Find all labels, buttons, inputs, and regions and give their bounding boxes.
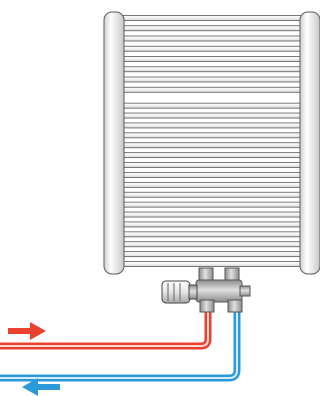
- radiator-rail: [119, 86, 305, 93]
- return-pipe-highlight: [0, 304, 238, 379]
- return-arrow: [22, 378, 60, 396]
- radiator-rail: [119, 211, 305, 218]
- pipes: [0, 304, 241, 382]
- radiator-rail: [119, 35, 305, 42]
- radiator-rail: [119, 231, 305, 238]
- radiator: [103, 11, 320, 275]
- thermostat-collar: [188, 284, 198, 300]
- radiator-rail: [119, 261, 305, 267]
- radiator-rail: [119, 221, 305, 228]
- radiator-rail: [119, 152, 305, 159]
- radiator-rail: [119, 132, 305, 139]
- valve-body: [195, 279, 243, 303]
- radiator-rail: [119, 15, 305, 21]
- radiator-left-post: [103, 11, 125, 275]
- valve-outlet-left: [199, 299, 215, 313]
- radiator-rail: [119, 45, 305, 52]
- radiator-rail: [119, 102, 305, 109]
- radiator-rail: [119, 25, 305, 32]
- radiator-rail: [119, 56, 305, 62]
- radiator-rail: [119, 162, 305, 168]
- radiator-rail: [119, 112, 305, 119]
- radiator-rail: [119, 181, 305, 188]
- thermostat-head[interactable]: [161, 280, 198, 304]
- radiator-rails: [119, 15, 305, 267]
- radiator-rail: [119, 142, 305, 149]
- valve-outlet-right: [227, 299, 243, 313]
- radiator-rail: [119, 172, 305, 178]
- radiator-rail: [119, 66, 305, 73]
- radiator-rail: [119, 241, 305, 248]
- flow-arrows: [8, 322, 60, 396]
- radiator-rail: [119, 251, 305, 258]
- supply-pipe-highlight: [0, 304, 209, 347]
- thermostat-knob[interactable]: [161, 280, 191, 304]
- radiator-rail: [119, 191, 305, 198]
- valve-assembly: [161, 267, 251, 313]
- radiator-right-post: [299, 11, 320, 275]
- radiator-rail: [119, 122, 305, 129]
- return-pipe: [0, 304, 241, 382]
- radiator-rail: [119, 76, 305, 83]
- valve-side-stub: [239, 285, 251, 297]
- supply-arrow: [8, 322, 46, 340]
- radiator-rail: [119, 201, 305, 208]
